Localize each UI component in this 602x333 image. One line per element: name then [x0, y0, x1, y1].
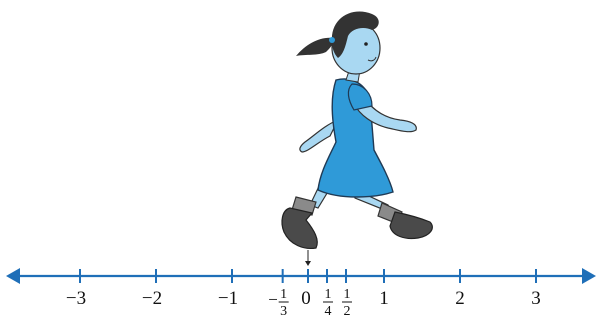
fraction-sign: −	[268, 290, 278, 309]
fraction-numerator: 1	[325, 287, 332, 302]
fraction-denominator: 4	[325, 304, 332, 319]
pointer-head	[305, 261, 311, 266]
girl-sleeve	[347, 83, 373, 111]
girl-ponytail	[296, 37, 334, 56]
number-line-ticks	[79, 269, 537, 283]
zero-pointer-arrow-icon	[305, 250, 311, 266]
tick-label: 3	[531, 288, 541, 309]
fraction-numerator: 1	[280, 287, 287, 302]
tick-label: 1	[379, 288, 389, 309]
fraction-denominator: 3	[280, 304, 287, 319]
girl-walking-illustration	[281, 11, 433, 250]
girl-front-arm	[353, 94, 417, 133]
left-arrow-icon	[6, 268, 20, 284]
tick-label: −2	[142, 288, 162, 309]
girl-back-shoe	[281, 207, 318, 250]
tick-label: 2	[455, 288, 465, 309]
right-arrow-icon	[582, 268, 596, 284]
fraction-denominator: 2	[344, 304, 351, 319]
tick-label: −1	[218, 288, 238, 309]
girl-eye	[364, 42, 368, 46]
fraction-numerator: 1	[344, 287, 351, 302]
girl-hair	[331, 11, 379, 58]
tick-label: 0	[301, 288, 311, 309]
girl-hair-tie	[329, 37, 335, 43]
girl-back-arm	[299, 118, 340, 153]
girl-front-shoe	[389, 211, 433, 240]
girl-mouth	[367, 56, 377, 62]
tick-label: −3	[66, 288, 86, 309]
